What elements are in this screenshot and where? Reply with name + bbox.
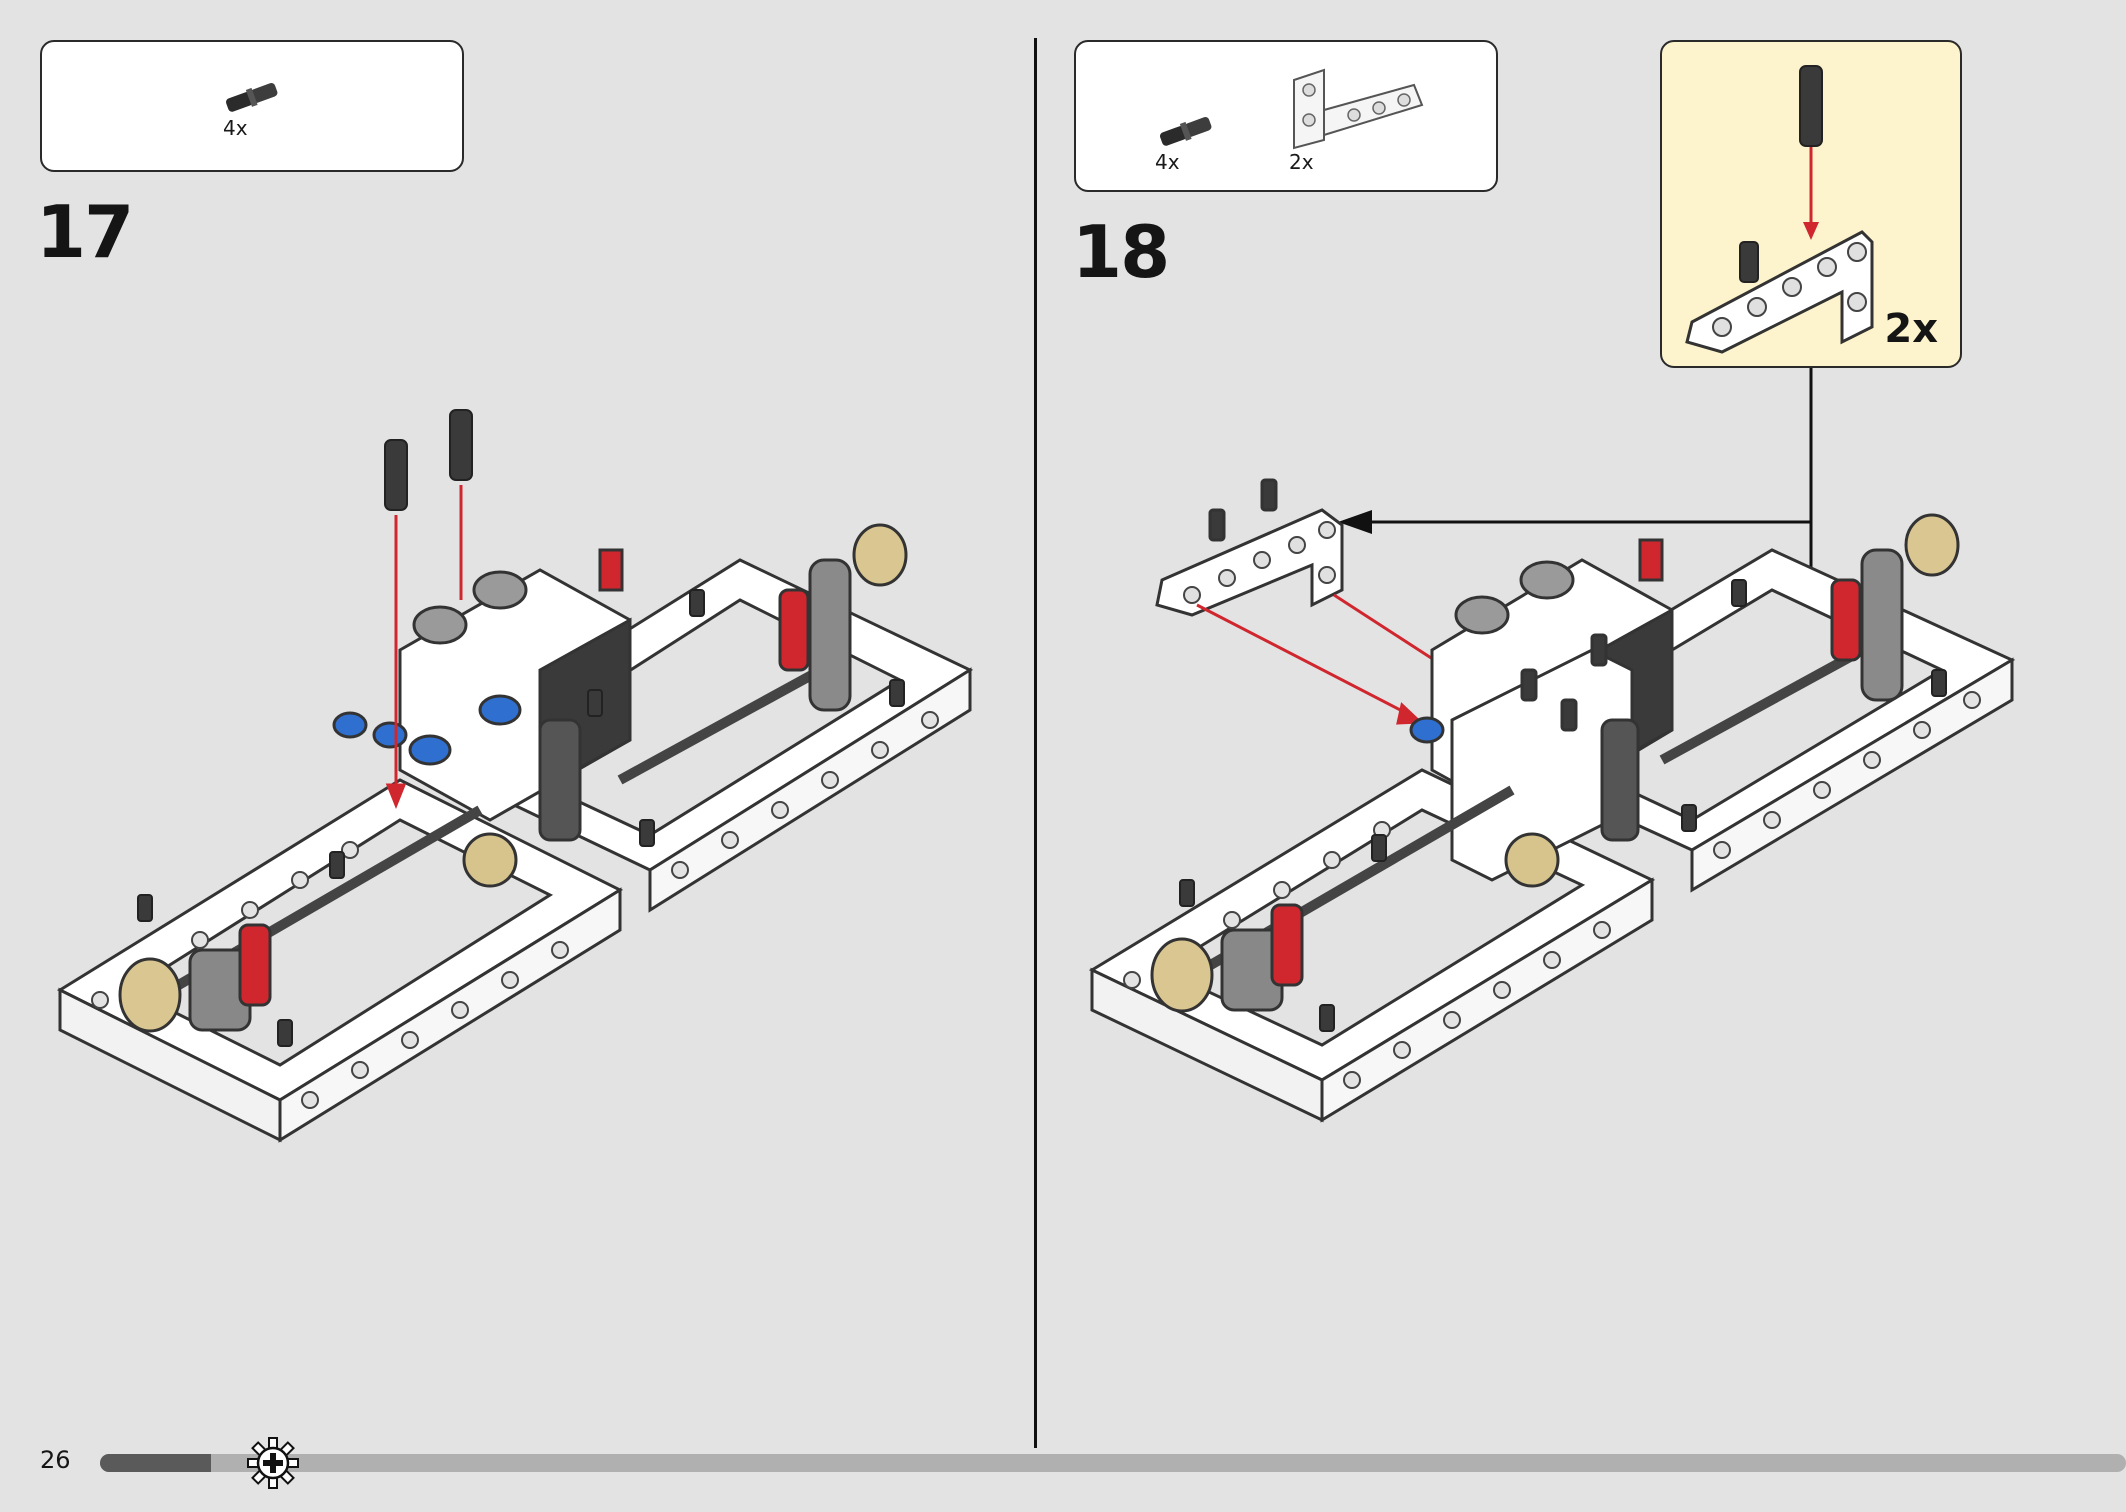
step-18-center-assembly bbox=[1409, 538, 1674, 888]
l-shaped-beam-icon bbox=[1293, 68, 1424, 150]
step-17-part-qty: 4x bbox=[223, 116, 248, 140]
step-18-subassembly-callout: 2x bbox=[1660, 40, 1962, 368]
step-18-arrows bbox=[1196, 593, 1443, 725]
step-17-number: 17 bbox=[36, 190, 134, 274]
step-18-number: 18 bbox=[1072, 210, 1170, 294]
page-divider bbox=[1034, 38, 1037, 1448]
step-18-part-2-qty: 2x bbox=[1289, 150, 1314, 174]
step-17-model-illustration bbox=[56, 409, 974, 1143]
progress-bar-track bbox=[100, 1454, 2126, 1472]
subassembly-multiplier: 2x bbox=[1884, 306, 1938, 352]
step-17-rear-axle bbox=[617, 523, 908, 785]
step-18-parts-box: 4x 2x bbox=[1074, 40, 1498, 192]
gear-icon bbox=[247, 1437, 299, 1489]
step-18-front-axle bbox=[1150, 785, 1515, 1013]
connector-pin-icon bbox=[226, 83, 278, 112]
step-18-incoming-l-beam bbox=[1155, 478, 1344, 617]
progress-bar-fill bbox=[100, 1454, 211, 1472]
step-17-parts-box: 4x bbox=[40, 40, 464, 172]
connector-pin-icon bbox=[1160, 117, 1212, 146]
subassembly-illustration bbox=[1685, 65, 1874, 354]
step-17-arrows bbox=[385, 485, 463, 810]
step-18-part-1-qty: 4x bbox=[1155, 150, 1180, 174]
step-17-incoming-pins bbox=[384, 409, 473, 511]
step-17-center-assembly bbox=[332, 548, 632, 888]
page-number: 26 bbox=[40, 1446, 71, 1474]
step-18-rear-axle bbox=[1659, 513, 1960, 765]
step-17-front-axle bbox=[118, 805, 483, 1033]
step-18-model-illustration bbox=[1088, 478, 2016, 1123]
